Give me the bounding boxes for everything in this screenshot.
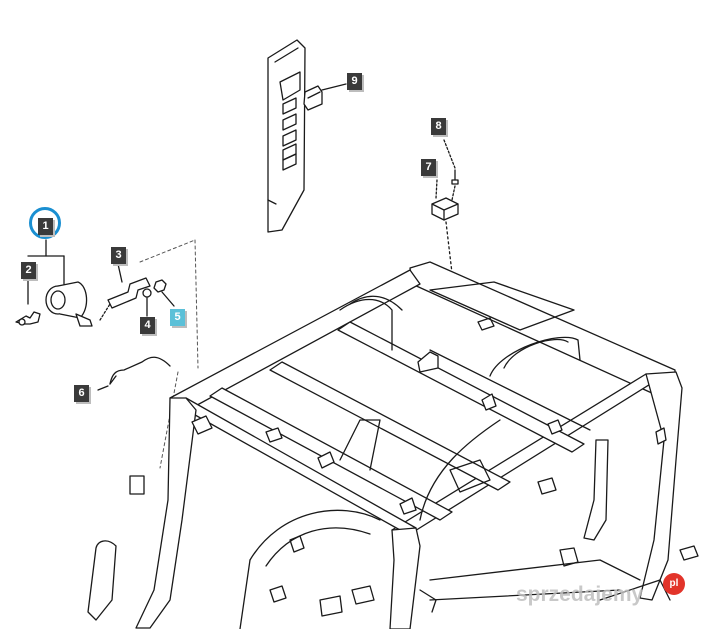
part-3-bracket bbox=[99, 263, 151, 321]
part-7-bracket bbox=[431, 179, 459, 221]
watermark-text: sprzedajemy bbox=[516, 583, 644, 606]
part-5-nut bbox=[153, 279, 175, 307]
callout-6[interactable]: 6 bbox=[74, 385, 89, 402]
vertical-panel bbox=[267, 39, 306, 233]
part-8-bolt bbox=[443, 139, 459, 201]
cab-frame bbox=[87, 261, 699, 630]
part-6-wire bbox=[109, 356, 171, 385]
part-1-light bbox=[27, 239, 93, 327]
callout-9[interactable]: 9 bbox=[347, 73, 362, 90]
callout-8[interactable]: 8 bbox=[431, 118, 446, 135]
callout-2[interactable]: 2 bbox=[21, 262, 36, 279]
callout-7[interactable]: 7 bbox=[421, 159, 436, 176]
part-2-bulb bbox=[15, 277, 41, 326]
watermark-badge: pl bbox=[663, 573, 685, 595]
callout-4[interactable]: 4 bbox=[140, 317, 155, 334]
leader-6 bbox=[97, 385, 109, 391]
part-4-washer bbox=[142, 288, 152, 317]
highlight-ring bbox=[29, 207, 61, 239]
part-6-end bbox=[109, 375, 117, 385]
callout-1[interactable]: 1 bbox=[38, 218, 53, 235]
callout-5[interactable]: 5 bbox=[170, 309, 185, 326]
callout-3[interactable]: 3 bbox=[111, 247, 126, 264]
part-9-clip bbox=[303, 83, 347, 111]
